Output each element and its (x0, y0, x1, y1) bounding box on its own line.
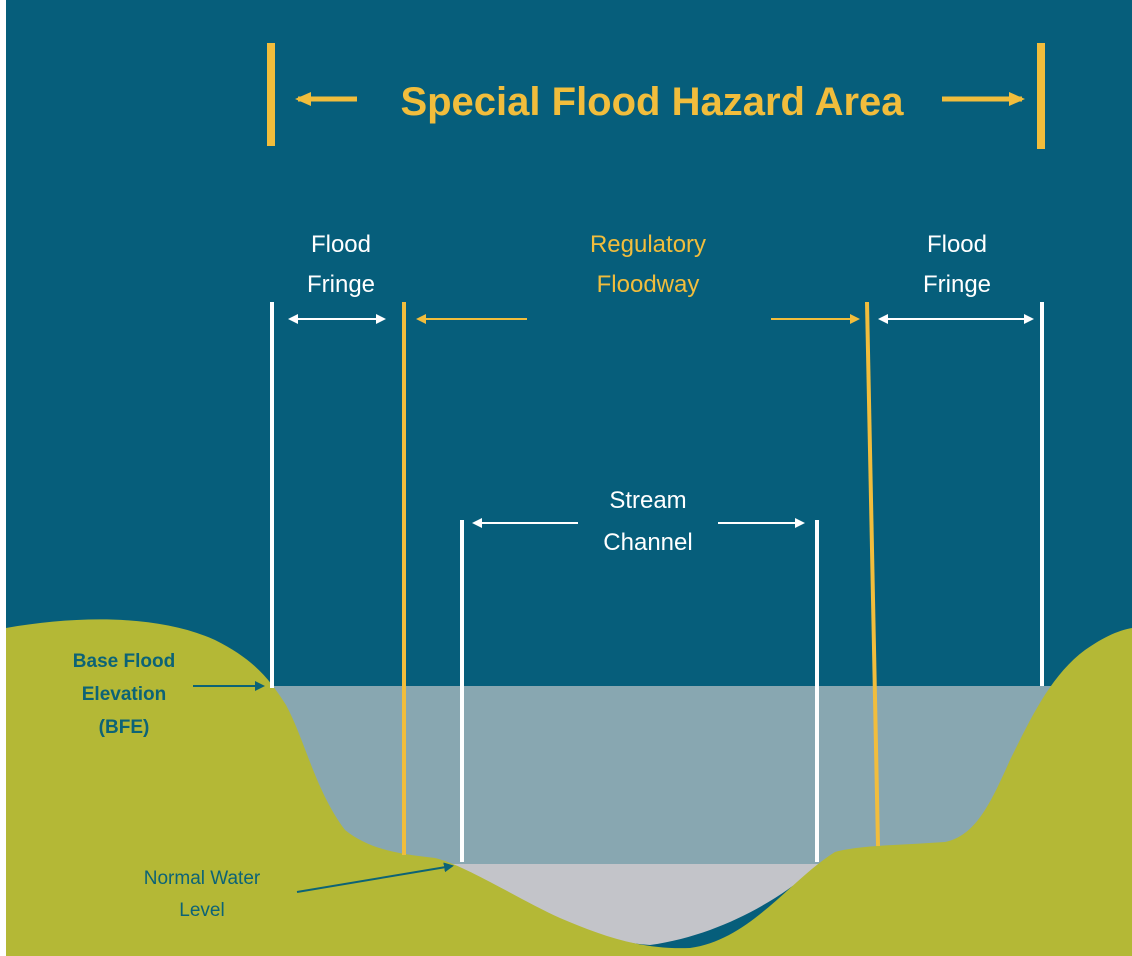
normal-water-label-line2: Level (179, 900, 224, 921)
bfe-label: Base Flood Elevation (BFE) (73, 651, 175, 738)
floodway-label-line1: Regulatory (590, 231, 706, 258)
normal-water-pointer-arrow (296, 862, 454, 893)
stream-channel-label: Stream Channel (603, 487, 692, 556)
bfe-label-line1: Base Flood (73, 651, 175, 672)
regulatory-floodway-label: Regulatory Floodway (590, 231, 706, 298)
left-flood-fringe-label: Flood Fringe (307, 231, 375, 298)
sfha-right-bracket (1037, 43, 1045, 149)
bfe-label-line3: (BFE) (99, 717, 150, 738)
floodway-label-line2: Floodway (597, 271, 700, 298)
floodway-right-line (865, 301, 880, 847)
left-fringe-label-line2: Fringe (307, 271, 375, 298)
sfha-left-bracket (267, 43, 275, 146)
bfe-label-line2: Elevation (82, 684, 166, 705)
normal-water-label-line1: Normal Water (144, 868, 261, 889)
ground-terrain (6, 619, 1132, 956)
left-fringe-label-line1: Flood (311, 231, 371, 258)
normal-water-label: Normal Water Level (144, 868, 261, 921)
sfha-title: Special Flood Hazard Area (400, 80, 904, 124)
right-fringe-label-line1: Flood (927, 231, 987, 258)
channel-label-line1: Stream (609, 487, 686, 514)
right-flood-fringe-label: Flood Fringe (923, 231, 991, 298)
right-fringe-label-line2: Fringe (923, 271, 991, 298)
channel-label-line2: Channel (603, 529, 692, 556)
normal-water-area (452, 864, 820, 945)
